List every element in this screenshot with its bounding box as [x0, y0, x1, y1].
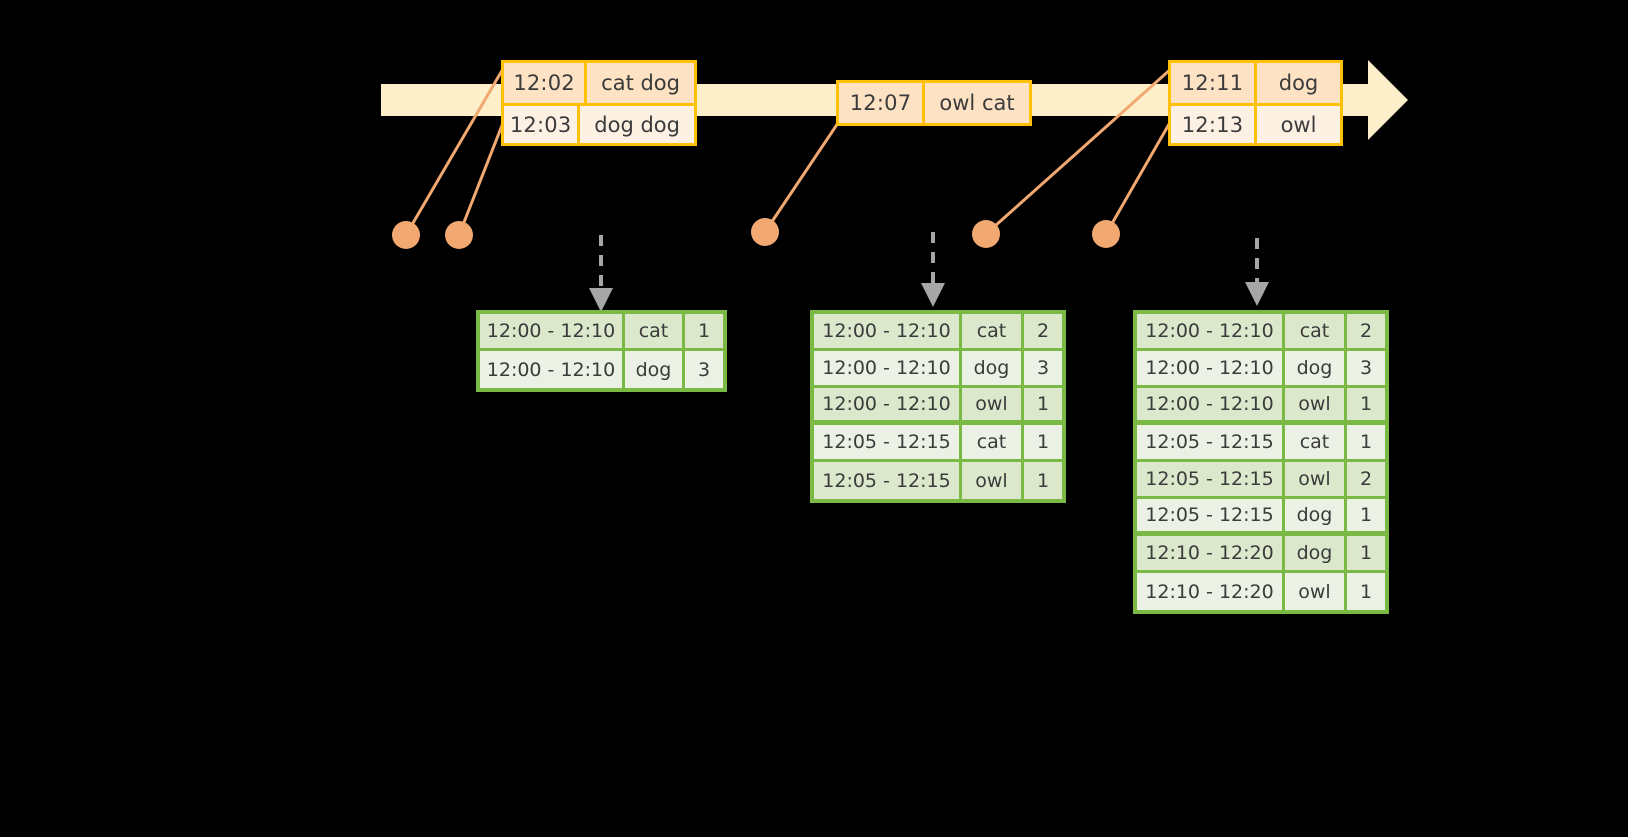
window-cell: 12:00 - 12:10	[480, 314, 625, 348]
event-time: 12:03	[504, 106, 581, 143]
dot-3	[751, 218, 779, 246]
window-cell: 12:00 - 12:10	[1137, 388, 1285, 420]
event-row: 12:13 owl	[1171, 103, 1340, 143]
event-words: dog	[1278, 71, 1319, 95]
word-cell: owl	[962, 388, 1024, 420]
event-time: 12:13	[1171, 106, 1257, 143]
word-cell: dog	[1285, 499, 1347, 531]
word-cell: dog	[962, 351, 1024, 385]
event-row: 12:11 dog	[1171, 63, 1340, 103]
count-cell: 1	[1036, 431, 1050, 453]
window-cell: 12:00 - 12:10	[480, 351, 625, 388]
count-cell: 1	[1359, 542, 1373, 564]
word-cell: cat	[962, 425, 1024, 459]
window-cell: 12:05 - 12:15	[814, 462, 962, 499]
dot-5	[1092, 220, 1120, 248]
event-row: 12:07 owl cat	[839, 83, 1029, 123]
event-box-3: 12:11 dog 12:13 owl	[1168, 60, 1343, 146]
emit-arrowhead-1	[589, 288, 613, 312]
event-words: owl	[1280, 112, 1317, 137]
emit-arrowheads	[589, 282, 1269, 312]
word-cell: cat	[1285, 314, 1347, 348]
window-cell: 12:10 - 12:20	[1137, 573, 1285, 610]
connector-line-1	[404, 61, 509, 236]
count-cell: 1	[697, 320, 711, 342]
window-cell: 12:00 - 12:10	[814, 351, 962, 385]
word-cell: owl	[1285, 462, 1347, 496]
emit-arrows	[599, 232, 1259, 292]
count-cell: 3	[697, 358, 711, 381]
event-row: 12:02 cat dog	[504, 63, 694, 103]
event-row: 12:03 dog dog	[504, 103, 694, 143]
window-cell: 12:00 - 12:10	[1137, 351, 1285, 385]
count-cell: 2	[1036, 320, 1050, 342]
connector-line-3	[763, 119, 842, 233]
dot-4	[972, 220, 1000, 248]
dot-2	[445, 221, 473, 249]
word-cell: owl	[1285, 388, 1347, 420]
count-cell: 1	[1359, 580, 1373, 603]
event-time: 12:11	[1171, 63, 1257, 103]
dot-1	[392, 221, 420, 249]
event-time: 12:07	[839, 83, 925, 123]
window-cell: 12:05 - 12:15	[1137, 462, 1285, 496]
word-cell: dog	[1285, 536, 1347, 570]
event-box-1: 12:02 cat dog 12:03 dog dog	[501, 60, 697, 146]
word-cell: owl	[962, 462, 1024, 499]
count-cell: 1	[1359, 431, 1373, 453]
watermark-dots	[392, 218, 1120, 249]
word-cell: cat	[625, 314, 685, 348]
word-cell: cat	[1285, 425, 1347, 459]
event-time: 12:02	[504, 63, 588, 103]
window-cell: 12:00 - 12:10	[1137, 314, 1285, 348]
event-words: dog dog	[594, 112, 680, 137]
emit-arrowhead-3	[1245, 282, 1269, 306]
count-cell: 1	[1359, 393, 1373, 415]
count-cell: 1	[1036, 393, 1050, 415]
word-cell: dog	[625, 351, 685, 388]
count-cell: 3	[1359, 357, 1373, 379]
window-cell: 12:00 - 12:10	[814, 388, 962, 420]
count-cell: 2	[1359, 320, 1373, 342]
count-cell: 3	[1036, 357, 1050, 379]
window-cell: 12:05 - 12:15	[1137, 499, 1285, 531]
word-cell: cat	[962, 314, 1024, 348]
window-cell: 12:05 - 12:15	[1137, 425, 1285, 459]
count-cell: 1	[1036, 469, 1050, 492]
window-cell: 12:05 - 12:15	[814, 425, 962, 459]
window-cell: 12:10 - 12:20	[1137, 536, 1285, 570]
event-box-2: 12:07 owl cat	[836, 80, 1032, 126]
word-cell: dog	[1285, 351, 1347, 385]
count-cell: 1	[1359, 504, 1373, 526]
emit-arrowhead-2	[921, 283, 945, 307]
connector-line-5	[1104, 111, 1178, 235]
event-words: owl cat	[939, 91, 1015, 115]
count-cell: 2	[1359, 468, 1373, 490]
window-cell: 12:00 - 12:10	[814, 314, 962, 348]
event-words: cat dog	[601, 71, 680, 95]
word-cell: owl	[1285, 573, 1347, 610]
